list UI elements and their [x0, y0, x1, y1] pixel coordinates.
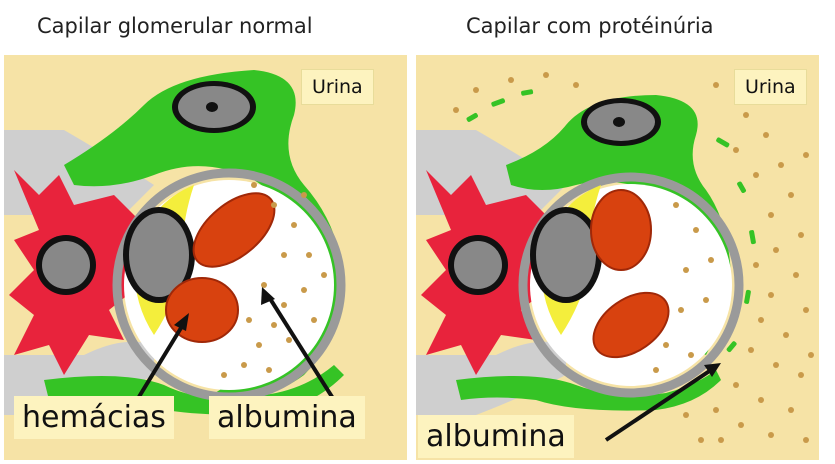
label-albumin-normal: albumina: [209, 396, 365, 439]
endothelial-nucleus: [536, 213, 596, 297]
title-normal: Capilar glomerular normal: [37, 14, 313, 38]
mesangial-nucleus: [42, 241, 90, 289]
podocyte-nucleolus: [206, 102, 218, 112]
panel-normal: Urina hemácias albumina: [4, 55, 407, 460]
urine-label-normal: Urina: [301, 69, 374, 105]
title-proteinuria: Capilar com protéinúria: [466, 14, 714, 38]
proteinuria-capillary-diagram: [416, 55, 819, 460]
red-blood-cell-1: [591, 190, 651, 270]
mesangial-nucleus: [454, 241, 502, 289]
label-red-cells: hemácias: [14, 396, 174, 439]
urine-label-proteinuria: Urina: [734, 69, 807, 105]
label-albumin-proteinuria: albumina: [418, 415, 574, 458]
panel-proteinuria: Urina albumina: [416, 55, 819, 460]
